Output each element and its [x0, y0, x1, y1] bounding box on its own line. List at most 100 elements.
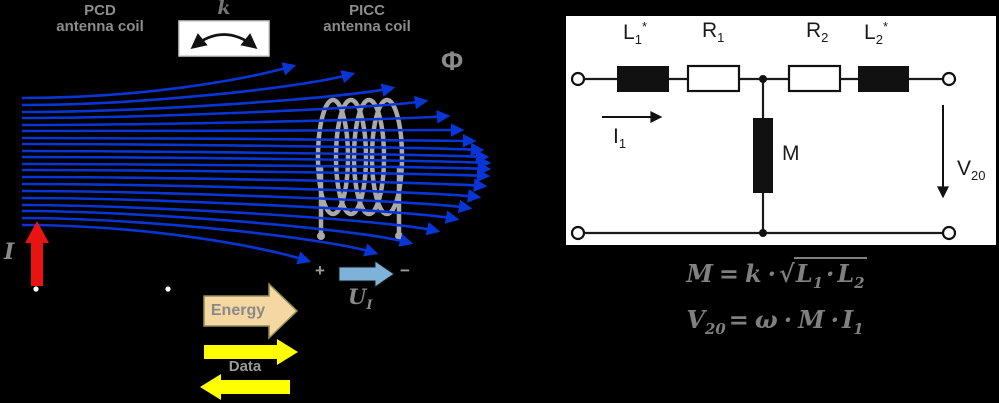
f2-dot1: · — [783, 305, 793, 334]
v20-base: V — [957, 157, 972, 180]
coupling-arc-arrow — [190, 33, 258, 49]
field-line — [21, 70, 356, 107]
reference-dot — [165, 286, 171, 292]
coupling-box — [178, 20, 270, 57]
node-dot — [759, 75, 767, 83]
coil-turn — [351, 97, 387, 217]
induced-voltage-label: UI — [348, 284, 373, 314]
l2-base: L — [864, 21, 876, 44]
coil-terminal-dot — [317, 232, 325, 240]
v20-label: V20 — [957, 157, 986, 184]
induced-voltage-sub: I — [366, 298, 373, 314]
f1-under-root: L1·L2 — [793, 257, 867, 291]
f1-l1-base: L — [795, 259, 813, 288]
f2-dot2: · — [830, 305, 839, 334]
f2-i-sub: 1 — [853, 319, 864, 338]
f1-radical-sign: √ — [779, 259, 795, 288]
energy-arrow — [203, 282, 299, 340]
field-line — [21, 123, 465, 137]
circuit-panel — [563, 13, 999, 248]
f1-equals: = — [718, 259, 740, 288]
field-line — [21, 155, 492, 170]
mutual-inductance-box — [753, 118, 773, 193]
v20-sub: 20 — [971, 168, 986, 184]
coil-turn — [369, 97, 405, 217]
pcd-antenna-label: PCD antenna coil — [35, 2, 165, 36]
data-label: Data — [228, 358, 262, 375]
field-line — [21, 95, 429, 120]
reference-dot — [33, 286, 39, 292]
induced-voltage-arrow — [338, 260, 395, 288]
field-line — [21, 142, 485, 157]
f1-l1-sub: 1 — [812, 273, 824, 292]
f1-l2-sub: 2 — [854, 273, 865, 292]
formula-induced-voltage: V20=ω·M·I1 — [650, 307, 900, 337]
picc-label-line2: antenna coil — [323, 18, 411, 36]
picc-coil — [315, 97, 405, 236]
drive-current-label: I — [4, 239, 15, 265]
energy-label: Energy — [210, 302, 266, 319]
minus-sign: − — [400, 261, 410, 280]
i1-base: I — [613, 125, 619, 148]
f2-omega: ω — [754, 305, 778, 334]
l2-sup: * — [882, 19, 889, 34]
induced-voltage-base: U — [348, 284, 367, 309]
field-line — [21, 196, 460, 224]
f1-dot: · — [767, 259, 777, 288]
field-line — [21, 189, 473, 214]
inductor-l2-box — [858, 66, 909, 92]
node-dot — [759, 229, 767, 237]
current-arrow — [25, 221, 49, 286]
r1-sub: 1 — [717, 30, 725, 46]
l1-base: L — [623, 21, 635, 44]
f2-v-sub: 20 — [705, 319, 726, 338]
l2-label: L2* — [864, 19, 889, 48]
r2-label: R2 — [806, 19, 829, 46]
resistor-r1-box — [686, 64, 741, 93]
coil-turn — [333, 97, 369, 217]
f2-m: M — [798, 305, 825, 334]
f2-i-base: I — [842, 305, 854, 334]
field-line — [21, 203, 441, 236]
r2-base: R — [806, 19, 822, 42]
field-line — [21, 110, 451, 127]
formula-mutual-inductance: M=k·√L1·L2 — [650, 257, 900, 291]
terminal-circle — [941, 225, 957, 241]
r2-sub: 2 — [821, 30, 829, 46]
field-line — [21, 168, 491, 183]
i1-sub: 1 — [618, 136, 627, 152]
resistor-r2-box — [787, 64, 842, 93]
f1-root-dot: · — [826, 259, 835, 288]
terminal-circle — [570, 225, 586, 241]
l1-label: L1* — [623, 19, 647, 48]
field-line — [21, 62, 297, 100]
m-label: M — [782, 142, 800, 165]
flux-phi-label: Φ — [441, 46, 464, 76]
f2-equals: = — [728, 305, 749, 334]
field-line — [21, 133, 477, 148]
r1-base: R — [702, 19, 718, 42]
l2-sub: 2 — [875, 32, 883, 48]
data-arrow-right — [204, 339, 298, 365]
field-line — [21, 209, 414, 247]
terminal-circle — [941, 71, 957, 87]
i1-label: I1 — [613, 125, 627, 152]
field-line — [21, 161, 492, 176]
pcd-label-line2: antenna coil — [56, 18, 144, 36]
circuit-panel-background — [563, 13, 999, 248]
f1-lhs: M — [686, 259, 713, 288]
field-line — [21, 182, 482, 203]
f1-k: k — [745, 259, 762, 288]
inductor-l1-box — [617, 66, 669, 92]
field-line — [21, 223, 312, 265]
l1-sub: 1 — [634, 32, 642, 48]
field-line — [21, 149, 490, 164]
r1-label: R1 — [702, 19, 725, 46]
coil-turn — [315, 97, 351, 217]
picc-antenna-label: PICC antenna coil — [303, 2, 431, 36]
terminal-circle — [570, 71, 586, 87]
field-line — [21, 83, 396, 114]
field-line — [21, 216, 379, 257]
